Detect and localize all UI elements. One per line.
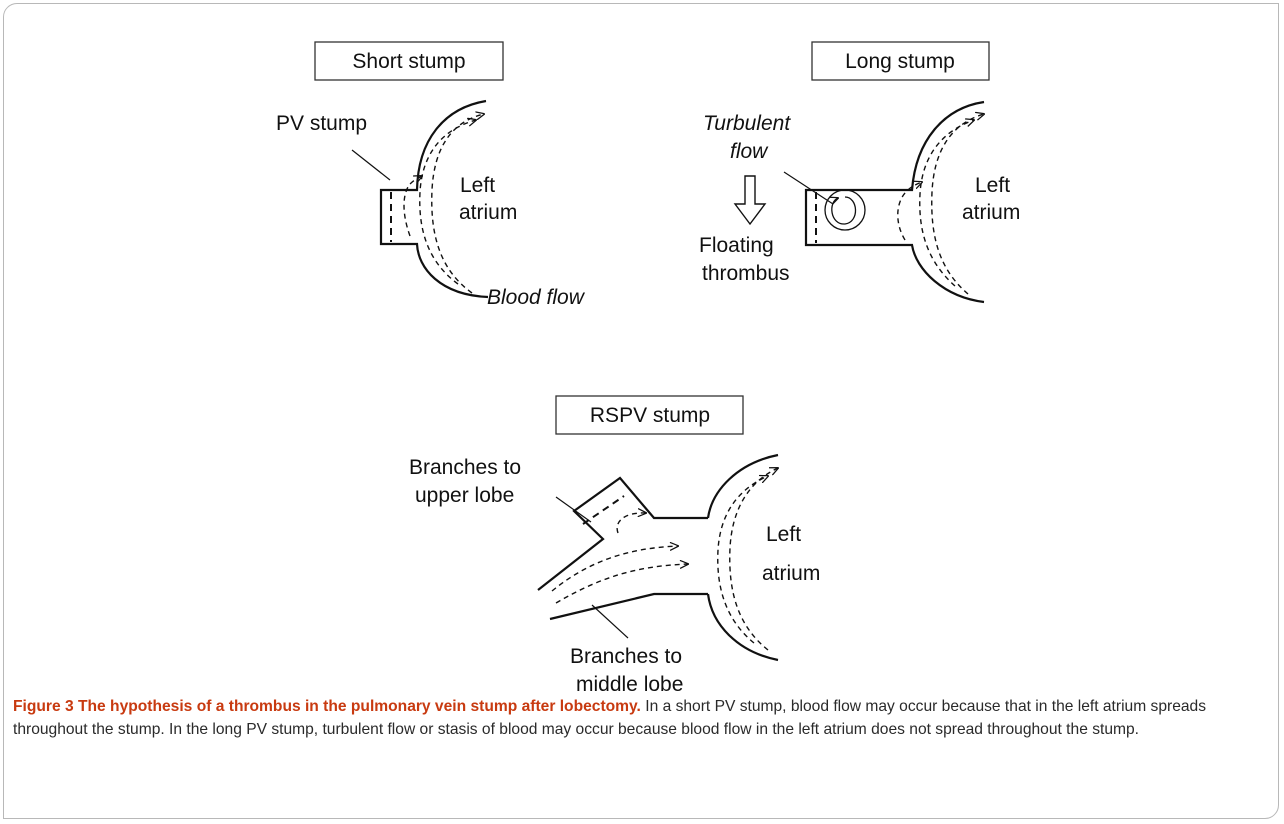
short-stump-panel: Short stump PV stump Left atrium Blood f… — [276, 41, 586, 309]
caption-label: Figure 3 The hypothesis of a thrombus in… — [13, 698, 641, 715]
turbulent-label-line2: flow — [730, 140, 769, 163]
rspv-stump-panel: RSPV stump Branches to upper lobe Left a… — [409, 395, 820, 696]
short-stump-title-box — [314, 41, 504, 81]
rspv-atrium-wall — [706, 453, 779, 662]
long-flow-arrow-middle — [919, 120, 974, 287]
short-atrium-label-line1: Left — [460, 174, 495, 197]
short-stump-title: Short stump — [352, 50, 465, 73]
rspv-main-flow-arrow-1 — [551, 546, 678, 592]
rspv-atrium-label-line2: atrium — [762, 562, 820, 585]
middle-lobe-label-line2: middle lobe — [576, 673, 683, 696]
rspv-stump-title-box — [555, 395, 744, 435]
rspv-upper-flow-arrow — [616, 513, 646, 534]
figure-caption: Figure 3 The hypothesis of a thrombus in… — [13, 696, 1275, 741]
turbulent-pointer — [783, 171, 834, 205]
rspv-stump-title: RSPV stump — [590, 404, 710, 427]
pulmonary-vein-stump-diagram: Short stump PV stump Left atrium Blood f… — [276, 41, 1020, 696]
pv-stump-label: PV stump — [276, 112, 367, 135]
rspv-main-flow-arrow-2 — [555, 564, 688, 604]
rspv-atrium-flow-arrow-outer — [729, 468, 778, 651]
turbulent-spiral — [832, 196, 857, 225]
short-flow-arrow-middle — [419, 120, 476, 285]
upper-lobe-pointer — [555, 496, 592, 523]
turbulent-label-line1: Turbulent — [703, 112, 791, 135]
long-atrium-label-line1: Left — [975, 174, 1010, 197]
short-flow-arrow-inner — [403, 176, 422, 237]
long-stump-title-box — [811, 41, 990, 81]
turbulent-circle-outer — [824, 189, 866, 231]
short-atrium-wall — [379, 99, 489, 299]
floating-label-line1: Floating — [699, 234, 774, 257]
figure-frame — [3, 3, 1279, 819]
pv-stump-pointer — [351, 149, 391, 181]
short-atrium-label-line2: atrium — [459, 201, 517, 224]
long-flow-arrow-inner — [897, 182, 922, 241]
rspv-atrium-flow-arrow-inner — [717, 476, 768, 644]
blood-flow-label: Blood flow — [487, 286, 586, 309]
floating-label-line2: thrombus — [702, 262, 790, 285]
long-atrium-wall — [804, 100, 985, 304]
long-stump-title: Long stump — [845, 50, 955, 73]
hollow-down-arrow — [733, 175, 767, 226]
caption-text: In a short PV stump, blood flow may occu… — [13, 698, 1207, 738]
rspv-upper-suture — [582, 495, 625, 525]
rspv-vessel-body — [537, 476, 708, 621]
long-atrium-label-line2: atrium — [962, 201, 1020, 224]
rspv-atrium-label-line1: Left — [766, 523, 801, 546]
upper-lobe-label-line1: Branches to — [409, 456, 521, 479]
middle-lobe-label-line1: Branches to — [570, 645, 682, 668]
upper-lobe-label-line2: upper lobe — [415, 484, 514, 507]
middle-lobe-pointer — [591, 604, 629, 639]
long-stump-panel: Long stump Turbulent flow Floating throm… — [699, 41, 1020, 304]
